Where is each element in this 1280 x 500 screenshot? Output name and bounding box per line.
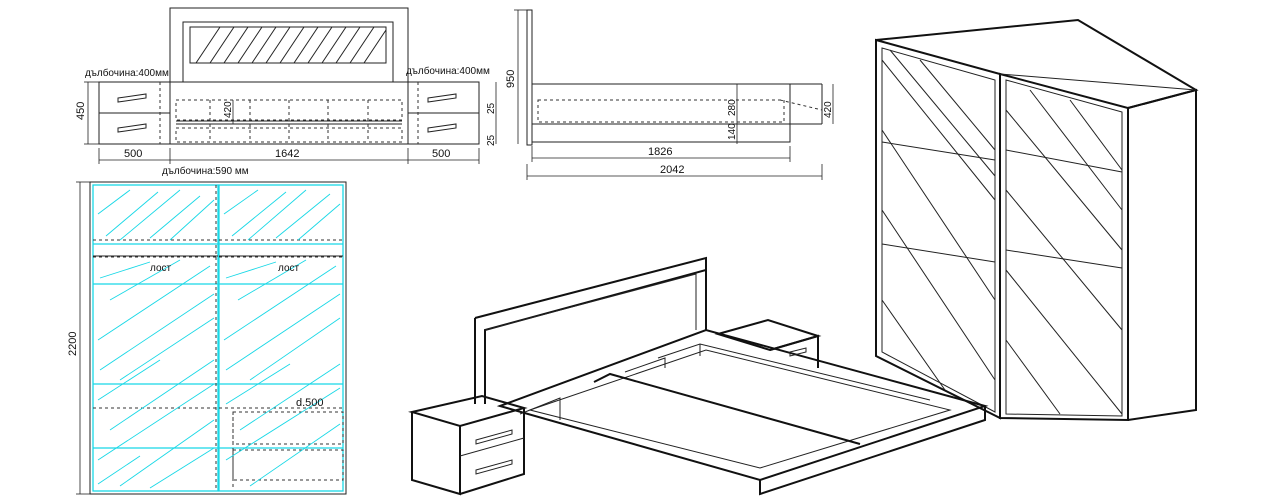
bed-frame-3d [496,328,989,482]
depth-bottom-label: дълбочина:590 мм [162,165,249,177]
headboard-panel [189,26,387,64]
width-bed-label: 1642 [275,148,299,160]
drawer-handle-icon [117,93,147,103]
width-left-label: 500 [124,148,142,160]
bed-front-elevation: дълбочина:400мм дълбочина:400мм дълбочин… [75,7,497,177]
rail-label-left: лост [150,263,172,274]
drawer-handle-icon [427,123,457,133]
drawer-depth-label: d.500 [296,397,324,409]
wardrobe-mirror-hatch [881,49,1123,415]
side-base [531,83,791,125]
mirror-hatch [97,189,341,489]
drawer-handle-icon [475,429,513,445]
mirror-door-left [92,184,219,492]
height-950-label: 950 [505,70,517,88]
side-420-label: 420 [823,101,834,118]
drawer-handle-icon [117,123,147,133]
bed-headboard-3d [474,256,707,404]
inner-140-label: 140 [727,123,738,140]
drawer-handle-icon [789,347,807,357]
wardrobe-isometric [875,18,1199,422]
height-450-label: 450 [75,102,87,120]
inner-420-label: 420 [223,101,234,118]
inner-25-label: 25 [486,102,497,114]
nightstand-3d-right [714,318,822,352]
inner-25b-label: 25 [486,134,497,146]
drawer-handle-icon [427,93,457,103]
drawer-handle-icon [475,459,513,475]
depth-left-label: дълбочина:400мм [85,67,169,79]
height-2200-label: 2200 [67,332,79,356]
bed-isometric [408,256,989,496]
wardrobe-door-right [1005,79,1123,417]
length-1826-label: 1826 [648,146,672,158]
nightstand-3d-left [408,394,528,428]
width-right-label: 500 [432,148,450,160]
wardrobe-outline [89,181,347,495]
wardrobe-front-elevation: лост лост d.500 2200 [67,181,347,495]
length-2042-label: 2042 [660,164,684,176]
wardrobe-door-left [881,47,996,413]
rail-label-right: лост [278,263,300,274]
bed-side-view: 950 280 140 420 1826 2042 [505,9,834,180]
depth-right-label: дълбочина:400мм [406,65,490,77]
side-headboard [526,9,533,146]
headboard-hatch [195,26,387,64]
inner-280-label: 280 [727,99,738,116]
mirror-door-right [218,184,344,492]
headboard-outline [169,7,409,83]
